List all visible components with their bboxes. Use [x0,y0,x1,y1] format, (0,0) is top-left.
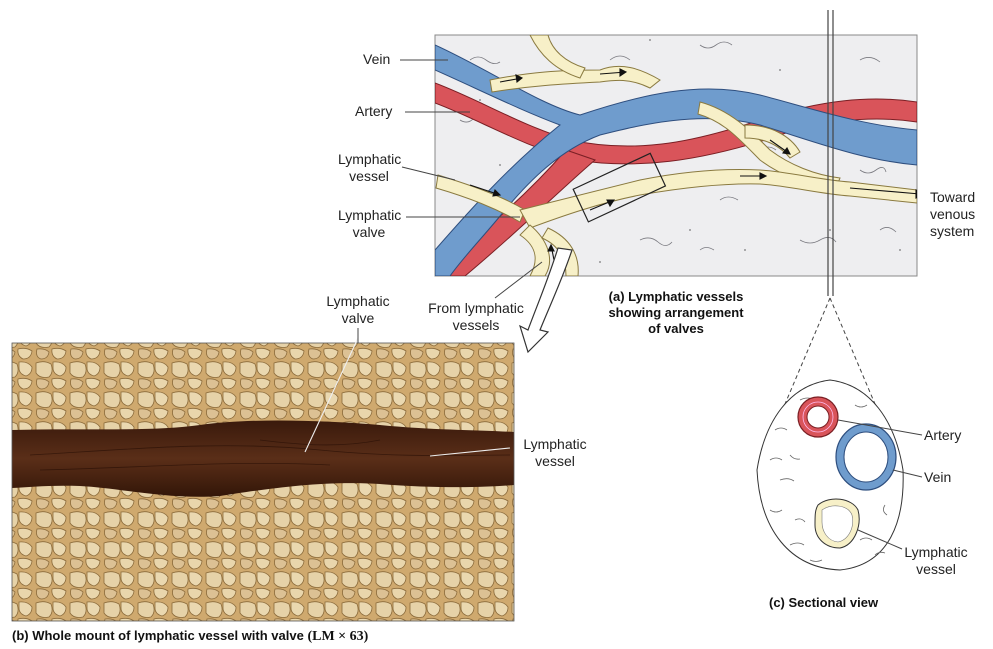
label-section-vein: Vein [924,469,951,486]
label-artery: Artery [355,103,392,120]
label-vein: Vein [363,51,390,68]
label-photo-lymphatic-valve: Lymphatic valve [318,293,398,327]
label-lymphatic-vessel: Lymphatic vessel [338,151,400,185]
label-from-lymphatic-vessels: From lymphatic vessels [420,300,532,334]
label-toward-venous-system: Toward venous system [930,189,975,240]
caption-panel-c: (c) Sectional view [769,595,878,611]
panel-b-micrograph [12,343,514,621]
label-section-artery: Artery [924,427,961,444]
label-section-lymphatic-vessel: Lymphatic vessel [896,544,976,578]
photo-lymphatic-vessel [12,420,514,496]
caption-panel-a: (a) Lymphatic vessels showing arrangemen… [596,289,756,337]
label-lymphatic-valve: Lymphatic valve [338,207,400,241]
caption-panel-b: (b) Whole mount of lymphatic vessel with… [12,628,368,645]
panel-c-section [757,380,903,570]
label-photo-lymphatic-vessel: Lymphatic vessel [512,436,598,470]
